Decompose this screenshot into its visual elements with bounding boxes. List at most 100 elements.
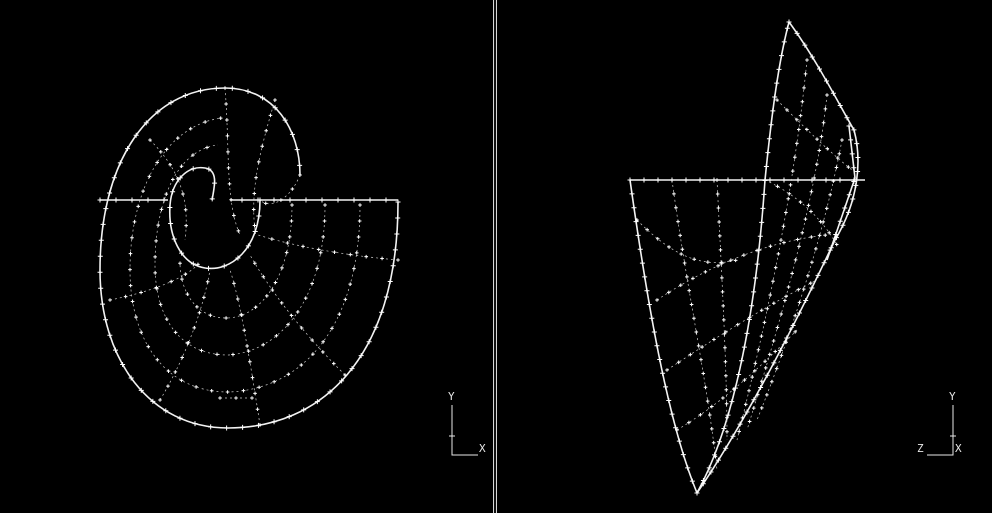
mesh-node <box>349 366 355 372</box>
mesh-node <box>242 328 247 333</box>
viewport-divider[interactable] <box>493 0 497 513</box>
mesh-node <box>190 166 196 172</box>
mesh-node <box>111 175 117 181</box>
mesh-node <box>805 58 809 62</box>
mesh-node <box>343 373 347 377</box>
mesh-node <box>725 412 731 418</box>
mesh-node <box>158 150 163 154</box>
mesh-node <box>179 250 185 256</box>
mesh-node <box>779 353 784 358</box>
mesh-node <box>234 396 238 400</box>
mesh-node <box>689 302 694 307</box>
mesh-node <box>235 297 240 301</box>
mesh-node <box>158 302 163 307</box>
mesh-node <box>713 454 718 459</box>
mesh-node <box>153 271 157 275</box>
mesh-node <box>827 230 831 235</box>
mesh-node <box>691 276 695 281</box>
right-wing-edge <box>696 21 859 494</box>
mesh-node <box>730 433 736 439</box>
mesh-node <box>790 271 794 276</box>
mesh-node <box>175 177 180 181</box>
mesh-node <box>185 292 190 296</box>
mesh-node <box>837 102 843 108</box>
mesh-node <box>166 384 170 388</box>
mesh-node <box>676 360 681 365</box>
mesh-node <box>763 366 768 370</box>
mesh-node <box>254 175 258 180</box>
mesh-node <box>767 352 772 357</box>
mesh-node <box>723 360 728 364</box>
mesh-node <box>168 220 174 226</box>
mesh-node <box>383 294 389 300</box>
mesh-node <box>794 30 800 36</box>
mesh-node <box>806 203 811 208</box>
mesh-node <box>851 178 857 184</box>
mesh-node <box>352 266 356 271</box>
mesh-node <box>150 398 156 404</box>
mesh-node <box>251 207 256 212</box>
mesh-node <box>777 347 783 353</box>
mesh-node <box>322 219 327 223</box>
mesh-node <box>358 203 362 207</box>
mesh-node <box>164 192 169 196</box>
mesh-node <box>295 310 300 314</box>
mesh-node <box>637 246 643 252</box>
mesh-node <box>272 105 278 111</box>
mesh-node <box>141 189 145 193</box>
mesh-node <box>282 117 288 123</box>
mesh-node <box>253 261 257 265</box>
mesh-node <box>239 197 245 203</box>
mesh-node <box>273 280 278 285</box>
mesh-node <box>773 265 778 270</box>
mesh-node <box>128 267 132 272</box>
mesh-node <box>224 102 228 106</box>
mesh-node <box>154 285 159 290</box>
mesh-node <box>733 258 738 263</box>
mesh-node <box>676 438 682 444</box>
mesh-node <box>751 289 757 295</box>
mesh-node <box>285 241 290 245</box>
mesh-node <box>709 427 714 431</box>
mesh-node <box>692 257 696 261</box>
mesh-node <box>770 108 776 114</box>
axis-triad-right: Y Z X <box>917 390 962 456</box>
mesh-node <box>775 98 779 102</box>
mesh-node <box>793 155 797 160</box>
mesh-node <box>855 155 861 161</box>
mesh-node <box>287 197 293 203</box>
mesh-node <box>824 206 829 211</box>
mesh-node <box>808 281 813 285</box>
mesh-node <box>753 177 759 183</box>
mesh-node <box>844 115 850 121</box>
mesh-node <box>767 177 773 183</box>
mesh-node <box>357 219 362 223</box>
mesh-node <box>755 248 759 253</box>
outer-boundary <box>99 87 399 429</box>
mesh-node <box>158 398 162 402</box>
mesh-node <box>323 203 327 207</box>
mesh-node <box>821 120 826 125</box>
mesh-node <box>202 295 206 300</box>
mesh-node <box>655 177 661 183</box>
mesh-node <box>252 228 258 234</box>
mesh-node <box>783 339 788 344</box>
mesh-node <box>837 151 842 156</box>
mesh-node-markers <box>97 85 401 431</box>
mesh-node <box>786 196 791 201</box>
mesh-node <box>290 187 295 191</box>
mesh-node <box>265 294 269 298</box>
mesh-node <box>655 236 660 241</box>
mesh-node <box>221 263 227 269</box>
mesh-node <box>687 420 691 425</box>
mesh-node <box>394 231 400 237</box>
viewport-side[interactable]: Y Z X <box>497 0 992 513</box>
mesh-node <box>97 253 103 259</box>
mesh-node <box>672 192 676 196</box>
mesh-node <box>784 25 790 31</box>
viewport-front[interactable]: Y X <box>0 0 493 513</box>
mesh-node <box>299 326 304 330</box>
mesh-node <box>264 128 268 133</box>
mesh-node <box>723 330 728 334</box>
mesh-node <box>108 298 112 302</box>
